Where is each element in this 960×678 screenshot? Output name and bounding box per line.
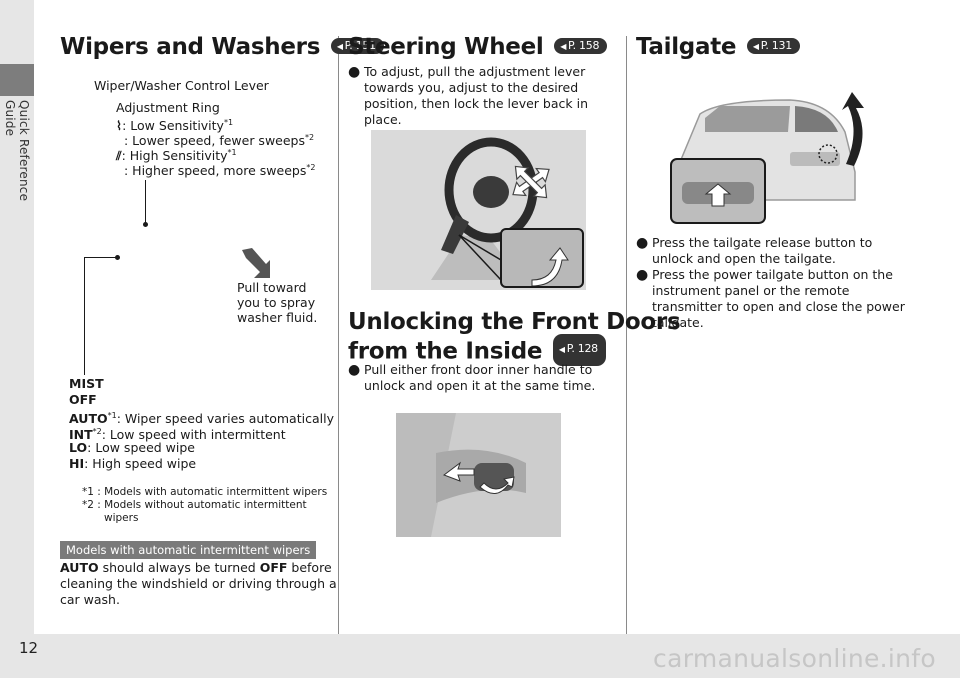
section-tab	[0, 64, 34, 96]
ref-arrow-icon: ◀	[336, 41, 343, 51]
mode-hi: HI: High speed wipe	[69, 456, 197, 471]
steering-wheel-illustration	[371, 130, 586, 290]
wiper-high-sensitivity-icon: ⫽	[116, 148, 122, 164]
bullet-icon: ●	[348, 64, 361, 80]
steering-heading: Steering Wheel ◀P. 158	[348, 34, 608, 60]
auto-note-line1: AUTO should always be turned OFF before	[60, 560, 332, 575]
ring-leader-line	[145, 180, 146, 224]
page-number: 12	[19, 639, 39, 657]
sidebar-label: Quick Reference Guide	[3, 100, 31, 202]
doors-page-ref[interactable]: ◀P. 128	[552, 334, 606, 366]
lever-arrow-icon	[531, 247, 569, 286]
ring-low-line: ⌇: Low Sensitivity*1	[116, 118, 234, 134]
steering-title: Steering Wheel	[348, 34, 544, 60]
release-button-icon	[682, 182, 754, 207]
mode-int: INT*2: Low speed with intermittent	[69, 427, 286, 443]
wiper-low-sensitivity-icon: ⌇	[116, 118, 123, 134]
bullet-icon: ●	[636, 267, 649, 283]
tailgate-bullet-1: ● Press the tailgate release button to u…	[636, 235, 873, 266]
ring-leader-dot	[143, 222, 148, 227]
steering-page-ref[interactable]: ◀P. 158	[554, 37, 608, 54]
mode-leader-h	[84, 257, 117, 258]
column-divider-1	[338, 36, 339, 634]
doors-title-line2: from the Inside ◀P. 128	[348, 334, 680, 368]
ring-high-desc: : Higher speed, more sweeps*2	[124, 163, 316, 179]
doors-title-line1: Unlocking the Front Doors	[348, 309, 681, 335]
adjustment-ring-label: Adjustment Ring	[116, 100, 220, 115]
door-handle-icon	[396, 413, 561, 537]
bottom-margin	[34, 634, 960, 678]
footnote-1: *1 : Models with automatic intermittent …	[82, 486, 328, 498]
wipers-page-ref[interactable]: ◀P. 151	[330, 37, 384, 54]
wipers-title: Wipers and Washers	[60, 34, 321, 60]
watermark: carmanualsonline.info	[653, 644, 936, 673]
ring-low-desc: : Lower speed, fewer sweeps*2	[124, 133, 315, 149]
steering-wheel-icon	[371, 130, 586, 290]
tailgate-page-ref[interactable]: ◀P. 131	[746, 37, 800, 54]
bullet-icon: ●	[348, 362, 361, 378]
mode-auto: AUTO*1: Wiper speed varies automatically	[69, 411, 334, 427]
mode-leader-dot	[115, 255, 120, 260]
ref-arrow-icon: ◀	[558, 345, 565, 354]
bullet-icon: ●	[636, 235, 649, 251]
steering-bullet: ● To adjust, pull the adjustment lever t…	[348, 64, 588, 127]
door-handle-illustration	[396, 413, 561, 537]
pull-instruction: Pull toward you to spray washer fluid.	[237, 280, 318, 325]
column-divider-2	[626, 36, 627, 634]
tailgate-heading: Tailgate ◀P. 131	[636, 34, 800, 60]
doors-heading: Unlocking the Front Doors from the Insid…	[348, 308, 681, 368]
wipers-heading: Wipers and Washers ◀P. 151	[60, 34, 384, 60]
footnote-2: *2 : Models without automatic intermitte…	[82, 499, 307, 511]
model-tag: Models with automatic intermittent wiper…	[60, 541, 317, 559]
tailgate-bullet-2: ● Press the power tailgate button on the…	[636, 267, 905, 330]
side-margin	[0, 0, 34, 678]
adjust-lever-inset	[500, 228, 584, 288]
mode-leader-v	[84, 257, 85, 375]
auto-note-line3: car wash.	[60, 592, 120, 607]
ring-high-line: ⫽: High Sensitivity*1	[116, 148, 237, 164]
auto-note-line2: cleaning the windshield or driving throu…	[60, 576, 337, 591]
mode-mist: MIST	[69, 376, 104, 391]
ref-arrow-icon: ◀	[560, 41, 567, 51]
pull-arrow-icon	[242, 248, 270, 278]
mode-lo: LO: Low speed wipe	[69, 440, 195, 455]
control-lever-label: Wiper/Washer Control Lever	[94, 78, 269, 93]
mode-off: OFF	[69, 392, 97, 407]
footnote-2-cont: wipers	[104, 512, 139, 524]
ref-arrow-icon: ◀	[752, 41, 759, 51]
doors-bullet: ● Pull either front door inner handle to…	[348, 362, 596, 393]
release-button-inset	[670, 158, 766, 224]
tailgate-title: Tailgate	[636, 34, 737, 60]
